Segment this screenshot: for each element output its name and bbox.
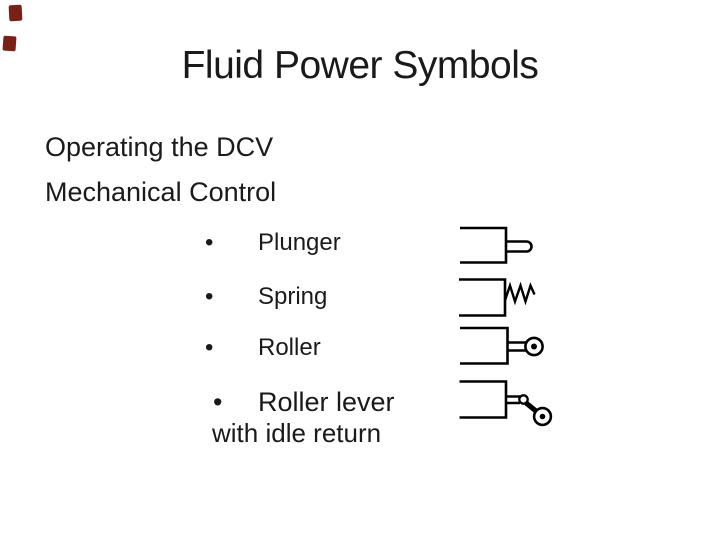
bullet-dot: •: [205, 229, 214, 256]
slide-title: Fluid Power Symbols: [181, 44, 539, 87]
bullet-item-roller: • Roller: [0, 334, 460, 368]
bullet-item-spring: • Spring: [0, 283, 460, 317]
bullet-dot: •: [213, 386, 223, 417]
bullet-label-roller-lever: Roller lever: [258, 386, 395, 417]
plunger-symbol-icon: [460, 226, 533, 264]
bullet-label-with-idle-return: with idle return: [212, 417, 382, 448]
body-line-operating-the-dcv: Operating the DCV: [45, 132, 274, 162]
bullet-label-roller: Roller: [258, 334, 321, 361]
body-line-mechanical-control: Mechanical Control: [45, 176, 277, 207]
bullet-dot: •: [205, 282, 214, 310]
bullet-label-plunger: Plunger: [258, 229, 341, 256]
bullet-item-roller-lever-continuation: with idle return: [0, 418, 460, 452]
bullet-item-roller-lever: • Roller lever: [0, 386, 460, 420]
bullet-item-plunger: • Plunger: [0, 229, 460, 263]
roller-lever-with-idle-return-symbol-icon: [459, 380, 553, 427]
bullet-label-spring: Spring: [258, 282, 328, 310]
bullet-dot: •: [205, 334, 214, 361]
spring-symbol-icon: [459, 278, 536, 317]
roller-symbol-icon: [460, 326, 544, 365]
